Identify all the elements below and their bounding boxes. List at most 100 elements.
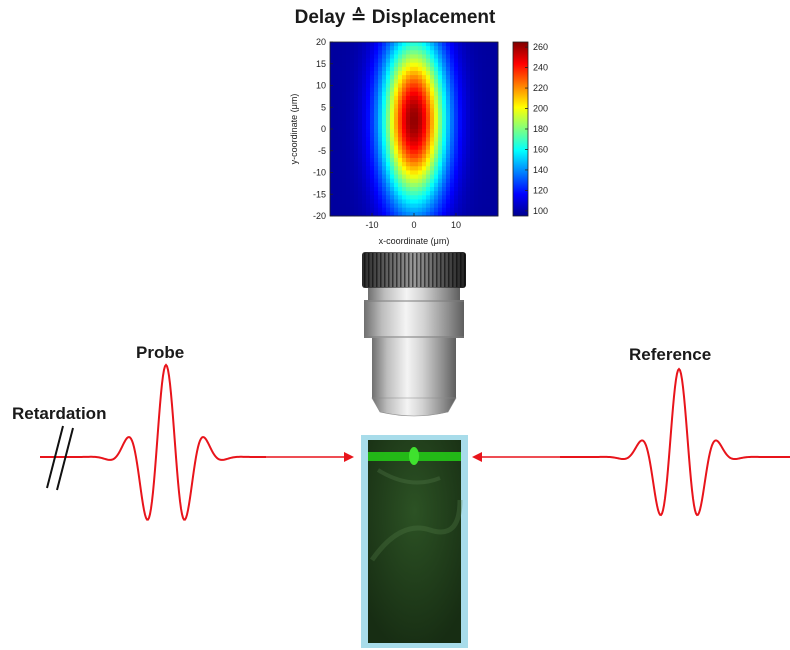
heatmap-cell [414,195,419,200]
heatmap-cell [378,46,383,51]
heatmap-cell [478,46,483,51]
heatmap-cell [402,187,407,192]
heatmap-cell [374,91,379,97]
heatmap-cell [450,46,455,51]
heatmap-cell [394,62,399,68]
heatmap-cell [382,191,387,196]
heatmap-cell [386,79,391,84]
heatmap-cell [370,137,375,142]
heatmap-cell [494,42,499,47]
heatmap-cell [338,91,343,97]
heatmap-cell [438,153,443,159]
heatmap-cell [406,66,411,72]
heatmap-cell [394,79,399,84]
heatmap-cell [342,153,347,159]
heatmap-cell [466,191,471,196]
objective-lower-barrel [372,338,456,398]
heatmap-cell [458,71,463,76]
heatmap-cell [442,191,447,196]
heatmap-cell [350,62,355,68]
heatmap-cell [486,75,491,80]
heatmap-cell [450,207,455,213]
heatmap-cell [466,149,471,155]
heatmap-cell [374,162,379,167]
heatmap-cell [438,116,443,122]
heatmap-cell [382,108,387,113]
heatmap-cell [430,178,435,184]
heatmap-cell [430,87,435,93]
heatmap-cell [434,129,439,134]
heatmap-cell [366,149,371,155]
heatmap-cell [334,195,339,200]
heatmap-cell [362,178,367,184]
heatmap-cell [446,145,451,151]
heatmap-cell [382,187,387,192]
heatmap-cell [414,137,419,142]
heatmap-cell [458,203,463,209]
heatmap-cell [378,191,383,196]
heatmap-cell [414,141,419,146]
heatmap-cell [458,158,463,163]
heatmap-cell [466,54,471,59]
heatmap-cell [494,50,499,55]
heatmap-cell [490,108,495,113]
heatmap-cell [374,145,379,151]
colorbar-tick-label: 260 [533,42,548,52]
heatmap-cell [342,46,347,51]
heatmap-cell [438,108,443,113]
heatmap-cell [426,153,431,159]
heatmap-cell [334,100,339,105]
heatmap-cell [362,170,367,175]
heatmap-cell [342,116,347,122]
heatmap-cell [382,42,387,47]
heatmap-cell [378,95,383,101]
heatmap-cell [478,145,483,151]
heatmap-cell [494,112,499,117]
heatmap-cell [334,166,339,171]
heatmap-cell [430,129,435,134]
heatmap-cell [446,46,451,51]
heatmap-cell [370,83,375,88]
heatmap-cell [390,191,395,196]
heatmap-cell [482,112,487,117]
heatmap-cell [390,66,395,72]
heatmap-cell [382,207,387,213]
heatmap-cell [362,187,367,192]
heatmap-cell [334,91,339,97]
heatmap-cell [374,182,379,188]
heatmap-cell [494,87,499,93]
heatmap-cell [370,71,375,76]
heatmap-cell [470,149,475,155]
heatmap-cell [490,162,495,167]
heatmap-cell [466,174,471,180]
heatmap-cell [382,133,387,138]
heatmap-cell [470,124,475,130]
heatmap-cell [358,108,363,113]
heatmap-cell [358,116,363,122]
heatmap-cell [442,162,447,167]
heatmap-cell [330,116,335,122]
heatmap-cell [418,100,423,105]
heatmap-cell [418,87,423,93]
heatmap-cell [482,158,487,163]
heatmap-cell [338,145,343,151]
heatmap-cell [430,137,435,142]
heatmap-cell [442,187,447,192]
heatmap-cell [422,166,427,171]
heatmap-cell [494,75,499,80]
heatmap-cell [426,104,431,109]
heatmap-cell [418,211,423,217]
heatmap-cell [390,100,395,105]
heatmap-cell [354,116,359,122]
heatmap-cell [474,79,479,84]
heatmap-cell [450,87,455,93]
heatmap-cell [486,87,491,93]
heatmap-cell [386,187,391,192]
heatmap-cell [450,108,455,113]
heatmap-cell [362,116,367,122]
heatmap-cell [486,187,491,192]
heatmap-cell [374,46,379,51]
heatmap-cell [350,120,355,126]
heatmap-cell [386,46,391,51]
colorbar-tick-label: 200 [533,104,548,114]
